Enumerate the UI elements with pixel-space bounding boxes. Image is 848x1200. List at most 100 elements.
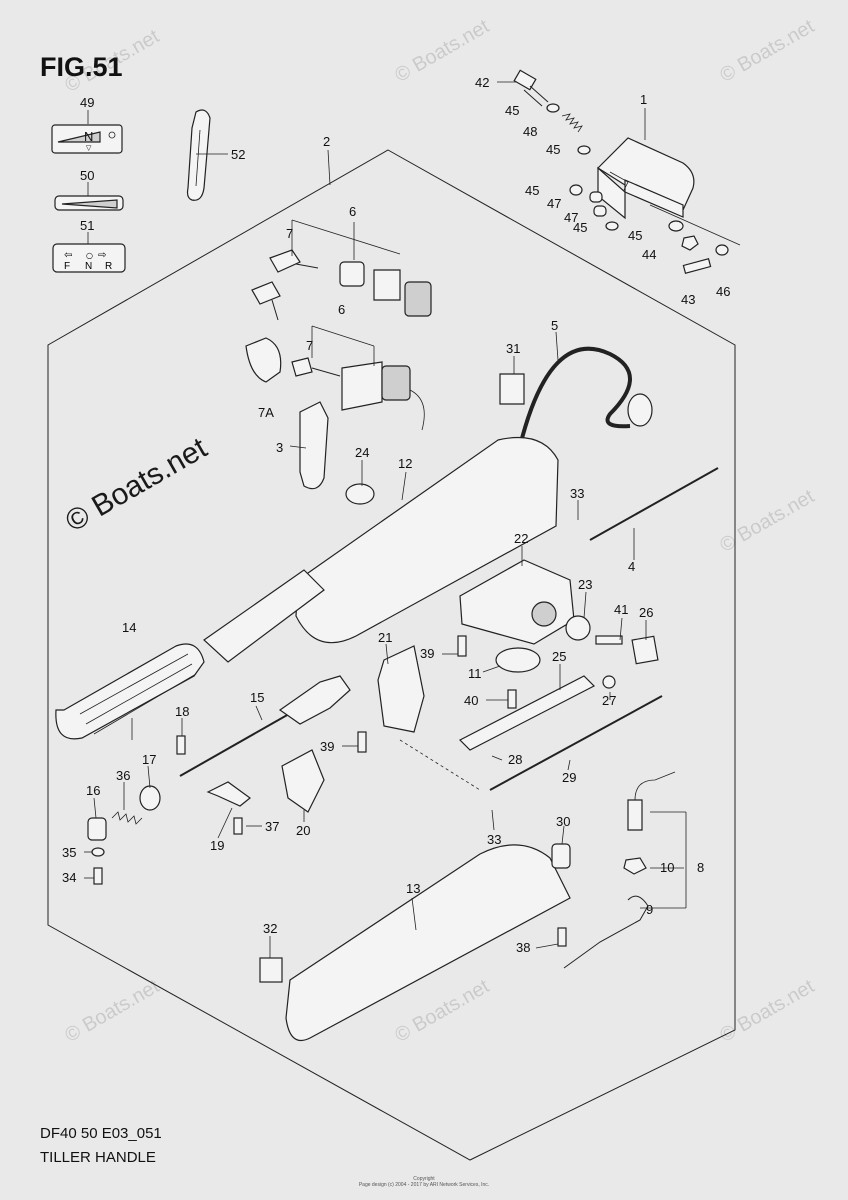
callout-26: 26 (639, 605, 653, 620)
part-7-key (291, 357, 313, 377)
callout-32: 32 (263, 921, 277, 936)
callout-7a: 7A (258, 405, 274, 420)
part-37-screw (233, 817, 243, 835)
part-36-spring (111, 811, 143, 825)
part-45-washer (577, 145, 591, 155)
part-42-bolt (513, 69, 537, 91)
part-27-ball (602, 675, 616, 689)
callout-18: 18 (175, 704, 189, 719)
decal-n-label: N (84, 129, 93, 144)
part-17-collar (139, 785, 161, 811)
part-6-switch (341, 361, 383, 411)
callout-7: 7 (286, 226, 293, 241)
part-14-grip (55, 643, 205, 740)
callout-45: 45 (628, 228, 642, 243)
dot-icon: ○ (86, 251, 93, 260)
part-18-pin (176, 735, 186, 755)
callout-13: 13 (406, 881, 420, 896)
part-7a-cap (245, 337, 282, 383)
part-45-washer (668, 220, 684, 232)
part-41-screw (595, 635, 623, 645)
callout-21: 21 (378, 630, 392, 645)
callout-28: 28 (508, 752, 522, 767)
callout-47: 47 (564, 210, 578, 225)
decal-50 (54, 195, 124, 211)
part-46-washer (715, 244, 729, 256)
callout-45: 45 (546, 142, 560, 157)
callout-3: 3 (276, 440, 283, 455)
callout-43: 43 (681, 292, 695, 307)
right-arrow-icon: ⇨ (98, 250, 106, 261)
part-30-grommet (551, 843, 571, 869)
callout-50: 50 (80, 168, 94, 183)
callout-5: 5 (551, 318, 558, 333)
callout-27: 27 (602, 693, 616, 708)
shift-label-f: F (64, 261, 70, 272)
callout-7: 7 (306, 338, 313, 353)
figure-title: FIG.51 (40, 52, 123, 82)
part-34-screw (93, 867, 103, 885)
part-48-spring (561, 113, 583, 133)
callout-16: 16 (86, 783, 100, 798)
callout-22: 22 (514, 531, 528, 546)
callout-49: 49 (80, 95, 94, 110)
part-19-clamp (206, 781, 251, 807)
copyright-line-1: Copyright (413, 1176, 435, 1182)
copyright-notice: Copyright Page design (c) 2004 - 2017 by… (0, 1176, 848, 1188)
callout-25: 25 (552, 649, 566, 664)
callout-2: 2 (323, 134, 330, 149)
part-11-knob (495, 647, 541, 673)
part-38-screw (557, 927, 567, 947)
part-45-washer (605, 221, 619, 231)
part-13-cover (285, 844, 571, 1042)
callout-39: 39 (320, 739, 334, 754)
left-arrow-icon: ⇦ (64, 250, 72, 261)
part-52-clip (186, 109, 211, 201)
part-40-screw (507, 689, 517, 709)
callout-11: 11 (468, 666, 482, 681)
callout-45: 45 (573, 220, 587, 235)
callout-17: 17 (142, 752, 156, 767)
callout-42: 42 (475, 75, 489, 90)
callout-6: 6 (349, 204, 356, 219)
part-9-lanyard (563, 895, 649, 969)
part-26-plate (631, 635, 659, 665)
callout-labels: 1 2 3 4 5 6 6 7 7 7A 8 9 10 11 12 13 14 … (62, 75, 730, 955)
part-43-bolt (682, 258, 712, 274)
part-3-lever (299, 401, 329, 490)
callout-8: 8 (697, 860, 704, 875)
callout-15: 15 (250, 690, 264, 705)
part-16-knob (87, 817, 107, 841)
callout-35: 35 (62, 845, 76, 860)
callout-30: 30 (556, 814, 570, 829)
callout-47: 47 (547, 196, 561, 211)
part-44-nut (681, 235, 699, 251)
callout-37: 37 (265, 819, 279, 834)
part-39-screw (457, 635, 467, 657)
part-6-switch (373, 269, 401, 301)
part-23-knob (565, 615, 591, 641)
callout-23: 23 (578, 577, 592, 592)
callout-46: 46 (716, 284, 730, 299)
part-12-tiller-body (295, 436, 559, 644)
callout-33: 33 (487, 832, 501, 847)
shift-label-r: R (105, 261, 112, 272)
part-5-harness (518, 346, 632, 447)
part-1-bracket (597, 137, 695, 220)
callout-48: 48 (523, 124, 537, 139)
part-4-cable (589, 467, 719, 541)
assembly-outline (47, 149, 736, 1161)
callout-1: 1 (640, 92, 647, 107)
callout-12: 12 (398, 456, 412, 471)
callout-40: 40 (464, 693, 478, 708)
part-35-washer (91, 847, 105, 857)
diagram-name: TILLER HANDLE (40, 1149, 156, 1166)
part-45-washer (546, 103, 560, 113)
callout-9: 9 (646, 902, 653, 917)
callout-52: 52 (231, 147, 245, 162)
callout-10: 10 (660, 860, 674, 875)
part-8-switch (627, 799, 643, 831)
part-47-bushing (589, 191, 603, 203)
callout-45: 45 (505, 103, 519, 118)
